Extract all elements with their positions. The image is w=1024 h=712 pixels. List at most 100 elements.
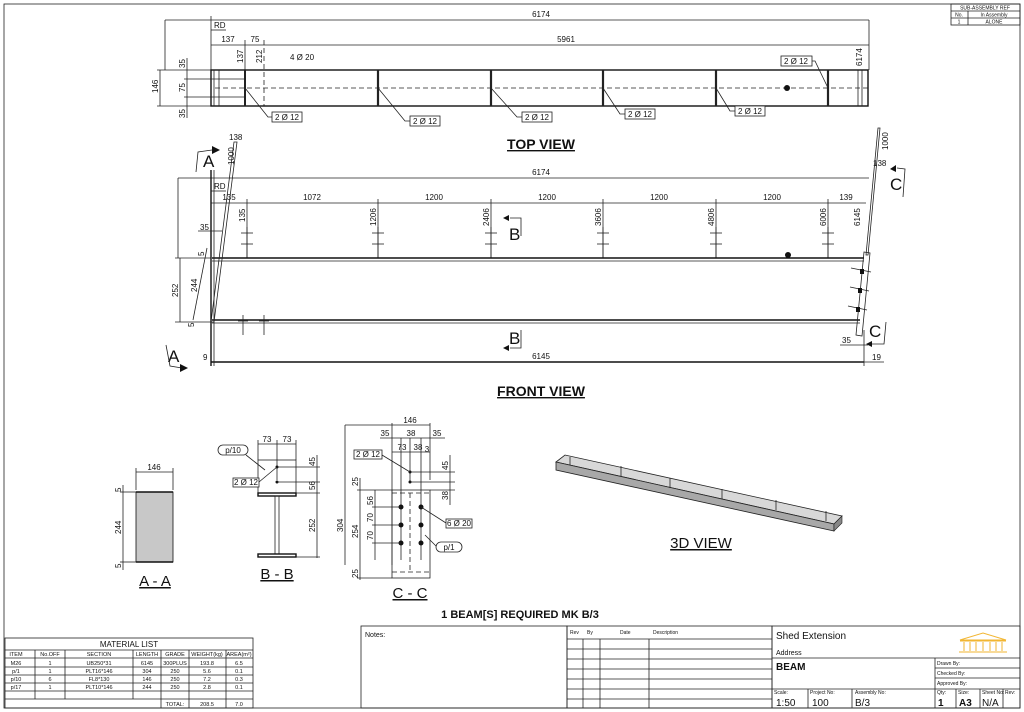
slope-1000-right: 1000 <box>881 132 890 150</box>
rev-header: Rev <box>570 630 579 636</box>
section-b-label: B <box>509 225 520 244</box>
section-marker-a-bottom: A <box>165 344 188 372</box>
bb-dim-73: 73 <box>263 435 272 444</box>
cc-dim-35: 35 <box>433 429 442 438</box>
description-header: Description <box>653 630 678 636</box>
cc-dim-73: 73 <box>398 443 407 452</box>
cell: 6 <box>48 677 51 683</box>
notes-box: Notes: <box>360 625 568 709</box>
aa-width-dim: 146 <box>147 463 161 472</box>
assembly-no-label: Assembly No: <box>855 690 886 696</box>
slope-1000-left: 1000 <box>227 147 236 165</box>
position-dim: 6145 <box>853 208 862 226</box>
cc-part-label: p/1 <box>443 543 455 552</box>
cc-dim-146: 146 <box>403 416 417 425</box>
sub-assembly-title: SUB-ASSEMBLY REF <box>960 6 1010 12</box>
position-dim: 2406 <box>482 208 491 226</box>
project-no-label: Project No: <box>810 690 835 696</box>
section-aa-title: A - A <box>139 573 171 590</box>
cell: 7.2 <box>203 677 211 683</box>
cell: 0.1 <box>235 669 243 675</box>
cc-dim-38: 38 <box>414 443 423 452</box>
cell: 244 <box>142 685 151 691</box>
position-dim: 6006 <box>819 208 828 226</box>
sheet-no-label: Sheet No: <box>982 690 1004 696</box>
row-no: 1 <box>958 20 961 26</box>
aa-dim-5: 5 <box>114 487 123 492</box>
cc-holes-label: 6 Ø 20 <box>447 519 472 528</box>
cc-dim-35: 35 <box>381 429 390 438</box>
col-no: No. <box>955 13 963 19</box>
notes-label: Notes: <box>365 632 385 639</box>
cell: p/17 <box>11 685 22 691</box>
cc-dim-45: 45 <box>441 461 450 470</box>
cc-dim-25: 25 <box>351 569 360 578</box>
spacing-dim: 135 <box>222 193 236 202</box>
table-row: p/10 6 FL8*130 146 250 7.2 0.3 <box>11 677 243 683</box>
sheet-border <box>3 3 1021 709</box>
section-marker-b-top: B <box>503 215 522 244</box>
cc-dim-56: 56 <box>366 496 375 505</box>
cell: p/1 <box>12 669 20 675</box>
bolt-label: 2 Ø 12 <box>525 113 550 122</box>
top-overall-dim: 6174 <box>532 10 550 19</box>
section-a-label: A <box>168 347 180 366</box>
header-section: SECTION <box>87 652 111 658</box>
cc-dim-25: 25 <box>351 477 360 486</box>
spacing-dim: 1072 <box>303 193 321 202</box>
header-area: AREA(m²) <box>226 652 251 658</box>
bb-dim-45: 45 <box>308 457 317 466</box>
3d-view: 3D VIEW <box>555 454 843 552</box>
cell: 0.1 <box>235 685 243 691</box>
dim-35-bottom: 35 <box>178 109 187 118</box>
top-view: 6174 RD 137 75 5961 137 212 4 Ø 20 <box>151 10 870 152</box>
table-row: M26 1 UB250*31 6145 300PLUS 193.8 6.5 <box>11 661 243 667</box>
cell: 2.8 <box>203 685 211 691</box>
dim-5-top: 5 <box>197 251 206 256</box>
position-dim: 3606 <box>594 208 603 226</box>
top-rd-label: RD <box>214 21 226 30</box>
section-bb-title: B - B <box>260 566 293 583</box>
total-area: 7.0 <box>235 702 243 708</box>
bb-dim-56: 56 <box>308 481 317 490</box>
dim-35-top: 35 <box>178 59 187 68</box>
aa-dim-5: 5 <box>114 563 123 568</box>
dim-19: 19 <box>872 353 881 362</box>
cell: 250 <box>170 677 179 683</box>
scale-label: Scale: <box>774 690 788 696</box>
front-view-title: FRONT VIEW <box>497 383 586 399</box>
project-name: Shed Extension <box>776 631 846 642</box>
front-rd-label: RD <box>214 182 226 191</box>
header-grade: GRADE <box>165 652 185 658</box>
cell: 6.5 <box>235 661 243 667</box>
cc-dim-254: 254 <box>351 524 360 538</box>
cell: 304 <box>142 669 151 675</box>
cc-dim-3: 3 <box>425 445 430 454</box>
hole-note-4-20: 4 Ø 20 <box>290 53 315 62</box>
dim-9: 9 <box>203 353 208 362</box>
cell: UB250*31 <box>86 661 111 667</box>
slope-138-right: 138 <box>873 159 887 168</box>
section-cc-title: C - C <box>393 585 428 602</box>
section-bb: 73 73 45 56 252 p/10 2 Ø 12 B - B <box>217 435 320 583</box>
rev-label: Rev: <box>1005 690 1015 696</box>
approved-by-label: Approved By: <box>937 681 967 687</box>
spacing-dim: 1200 <box>763 193 781 202</box>
dim-244: 244 <box>190 278 199 292</box>
cell: M26 <box>11 661 22 667</box>
bolt-label: 2 Ø 12 <box>628 110 653 119</box>
bb-bolt-label: 2 Ø 12 <box>234 478 259 487</box>
bb-dim-252: 252 <box>308 518 317 532</box>
cell: 300PLUS <box>163 661 187 667</box>
dim-146: 146 <box>151 79 160 93</box>
header-no-off: No.OFF <box>40 652 60 658</box>
sheet-no-value: N/A <box>982 698 999 709</box>
by-header: By <box>587 630 593 636</box>
header-length: LENGTH <box>136 652 158 658</box>
front-view: 6174 RD 135 1072 1200 1200 1200 1200 139… <box>165 127 906 399</box>
cell: PLT10*146 <box>85 685 112 691</box>
cc-dim-70: 70 <box>366 513 375 522</box>
cell: 250 <box>170 669 179 675</box>
dim-6145: 6145 <box>532 352 550 361</box>
